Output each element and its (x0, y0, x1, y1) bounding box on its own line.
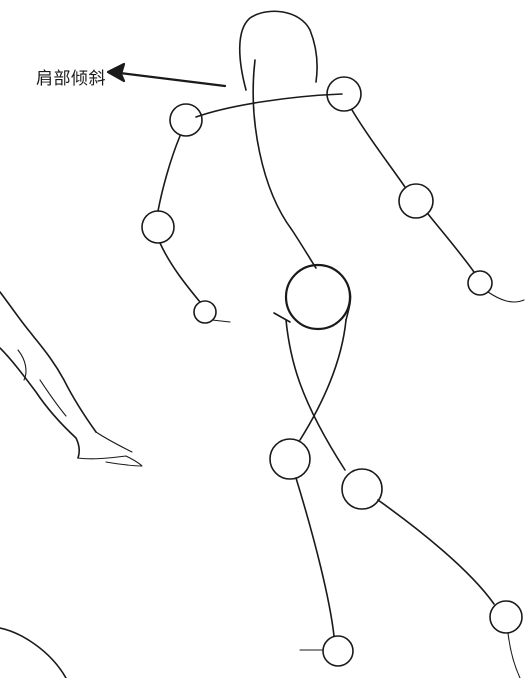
left-knee-joint (269, 438, 311, 480)
right-shoulder-joint (326, 76, 362, 112)
right-hand (487, 291, 525, 303)
spine-line (252, 59, 317, 269)
left-shoulder-joint (169, 103, 203, 137)
left-thigh-crossing (285, 319, 346, 471)
right-wrist-joint (467, 270, 493, 296)
left-upper-arm (157, 135, 181, 212)
left-ankle-joint (322, 635, 354, 667)
sketch-curve-fragment (0, 627, 67, 679)
right-elbow-joint (398, 183, 434, 219)
right-knee-joint (341, 468, 383, 510)
right-ankle-joint (489, 600, 523, 634)
left-forearm (159, 242, 201, 303)
left-wrist-joint (193, 300, 217, 324)
left-arrow-icon (106, 62, 227, 88)
left-shin (295, 477, 335, 637)
shoulder-tilt-label: 肩部倾斜 (36, 69, 106, 89)
right-shin (377, 499, 495, 605)
right-foot (507, 632, 521, 679)
shoulder-line (195, 93, 343, 118)
head-outline (238, 10, 318, 91)
arm-sketch-fragment (0, 291, 143, 467)
right-thigh-crossing (299, 319, 347, 441)
left-elbow-joint (141, 210, 175, 244)
pelvis-joint (284, 263, 352, 331)
right-upper-arm (351, 109, 406, 188)
right-forearm (427, 213, 475, 273)
hip-line (273, 291, 352, 323)
left-hand (211, 319, 231, 323)
